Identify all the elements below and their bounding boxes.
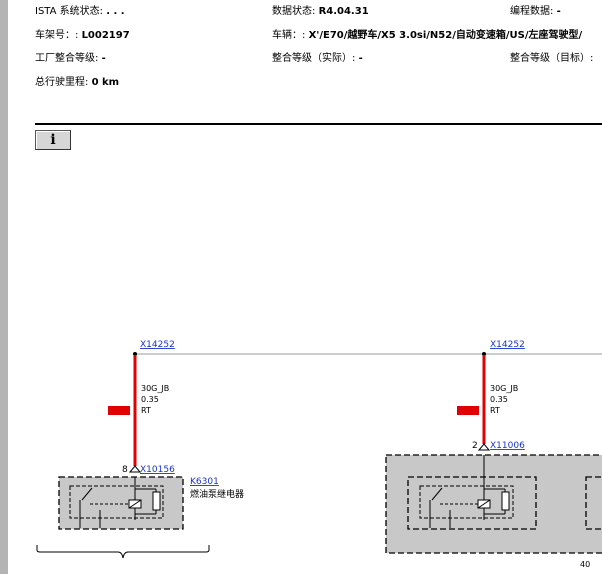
vehicle-info: 车辆：: X'/E70/越野车/X5 3.0si/N52/自动变速箱/US/左座… (272, 30, 583, 41)
mileage: 总行驶里程: 0 km (35, 77, 120, 88)
component-link-k6301[interactable]: K6301 (190, 477, 219, 487)
connector-link-x11006[interactable]: X11006 (490, 441, 525, 451)
factory-integration-level: 工厂整合等级: - (35, 53, 106, 64)
ista-status: ISTA 系统状态: . . . (35, 6, 125, 17)
component-brace (36, 545, 210, 559)
wire-color-swatch-left (108, 406, 130, 415)
relay-resistor (152, 491, 161, 511)
adjacent-box (585, 476, 602, 530)
connector-link-x14252-left[interactable]: X14252 (140, 340, 175, 350)
connector-link-x10156[interactable]: X10156 (140, 465, 175, 475)
right-branch: X14252 30G_JB 0.35 RT 2 X11006 40 (385, 340, 602, 569)
wire-spec-line2: 0.35 (141, 395, 159, 404)
info-icon: i (50, 132, 56, 148)
corner-label: 40 (580, 560, 590, 569)
relay-inner-box (69, 485, 164, 519)
component-name: 燃油泵继电器 (190, 488, 244, 500)
left-edge-bar (0, 0, 8, 574)
header-divider (35, 123, 602, 125)
junction-dot (482, 352, 486, 356)
data-status: 数据状态: R4.04.31 (272, 6, 369, 17)
wire-spec-line1: 30G_JB (490, 384, 518, 393)
relay-switch-contact (81, 487, 93, 501)
target-integration-level: 整合等级（目标）: (510, 53, 594, 64)
module-box (385, 454, 602, 554)
junction-dot (133, 352, 137, 356)
connector-marker (477, 443, 491, 451)
vin: 车架号：: L002197 (35, 30, 130, 41)
relay-coil (128, 499, 142, 509)
wire-spec-line2: 0.35 (490, 395, 508, 404)
connector-link-x14252-right[interactable]: X14252 (490, 340, 525, 350)
relay-resistor (501, 491, 510, 511)
relay-switch-contact (431, 487, 443, 501)
info-button[interactable]: i (35, 130, 71, 150)
wire-spec-line3: RT (490, 406, 500, 415)
left-branch: X14252 30G_JB 0.35 RT 8 X10156 K6301 燃油泵… (36, 340, 244, 559)
pin-number: 2 (472, 441, 478, 451)
connector-marker (128, 465, 142, 473)
actual-integration-level: 整合等级（实际）: - (272, 53, 363, 64)
wire-spec-line3: RT (141, 406, 151, 415)
relay-coil (477, 499, 491, 509)
programming-data: 编程数据: - (510, 6, 561, 17)
wire-color-swatch-right (457, 406, 479, 415)
wire-spec-line1: 30G_JB (141, 384, 169, 393)
pin-number: 8 (122, 465, 128, 475)
fuel-pump-relay-box (58, 476, 184, 530)
relay-box-right (407, 476, 537, 530)
